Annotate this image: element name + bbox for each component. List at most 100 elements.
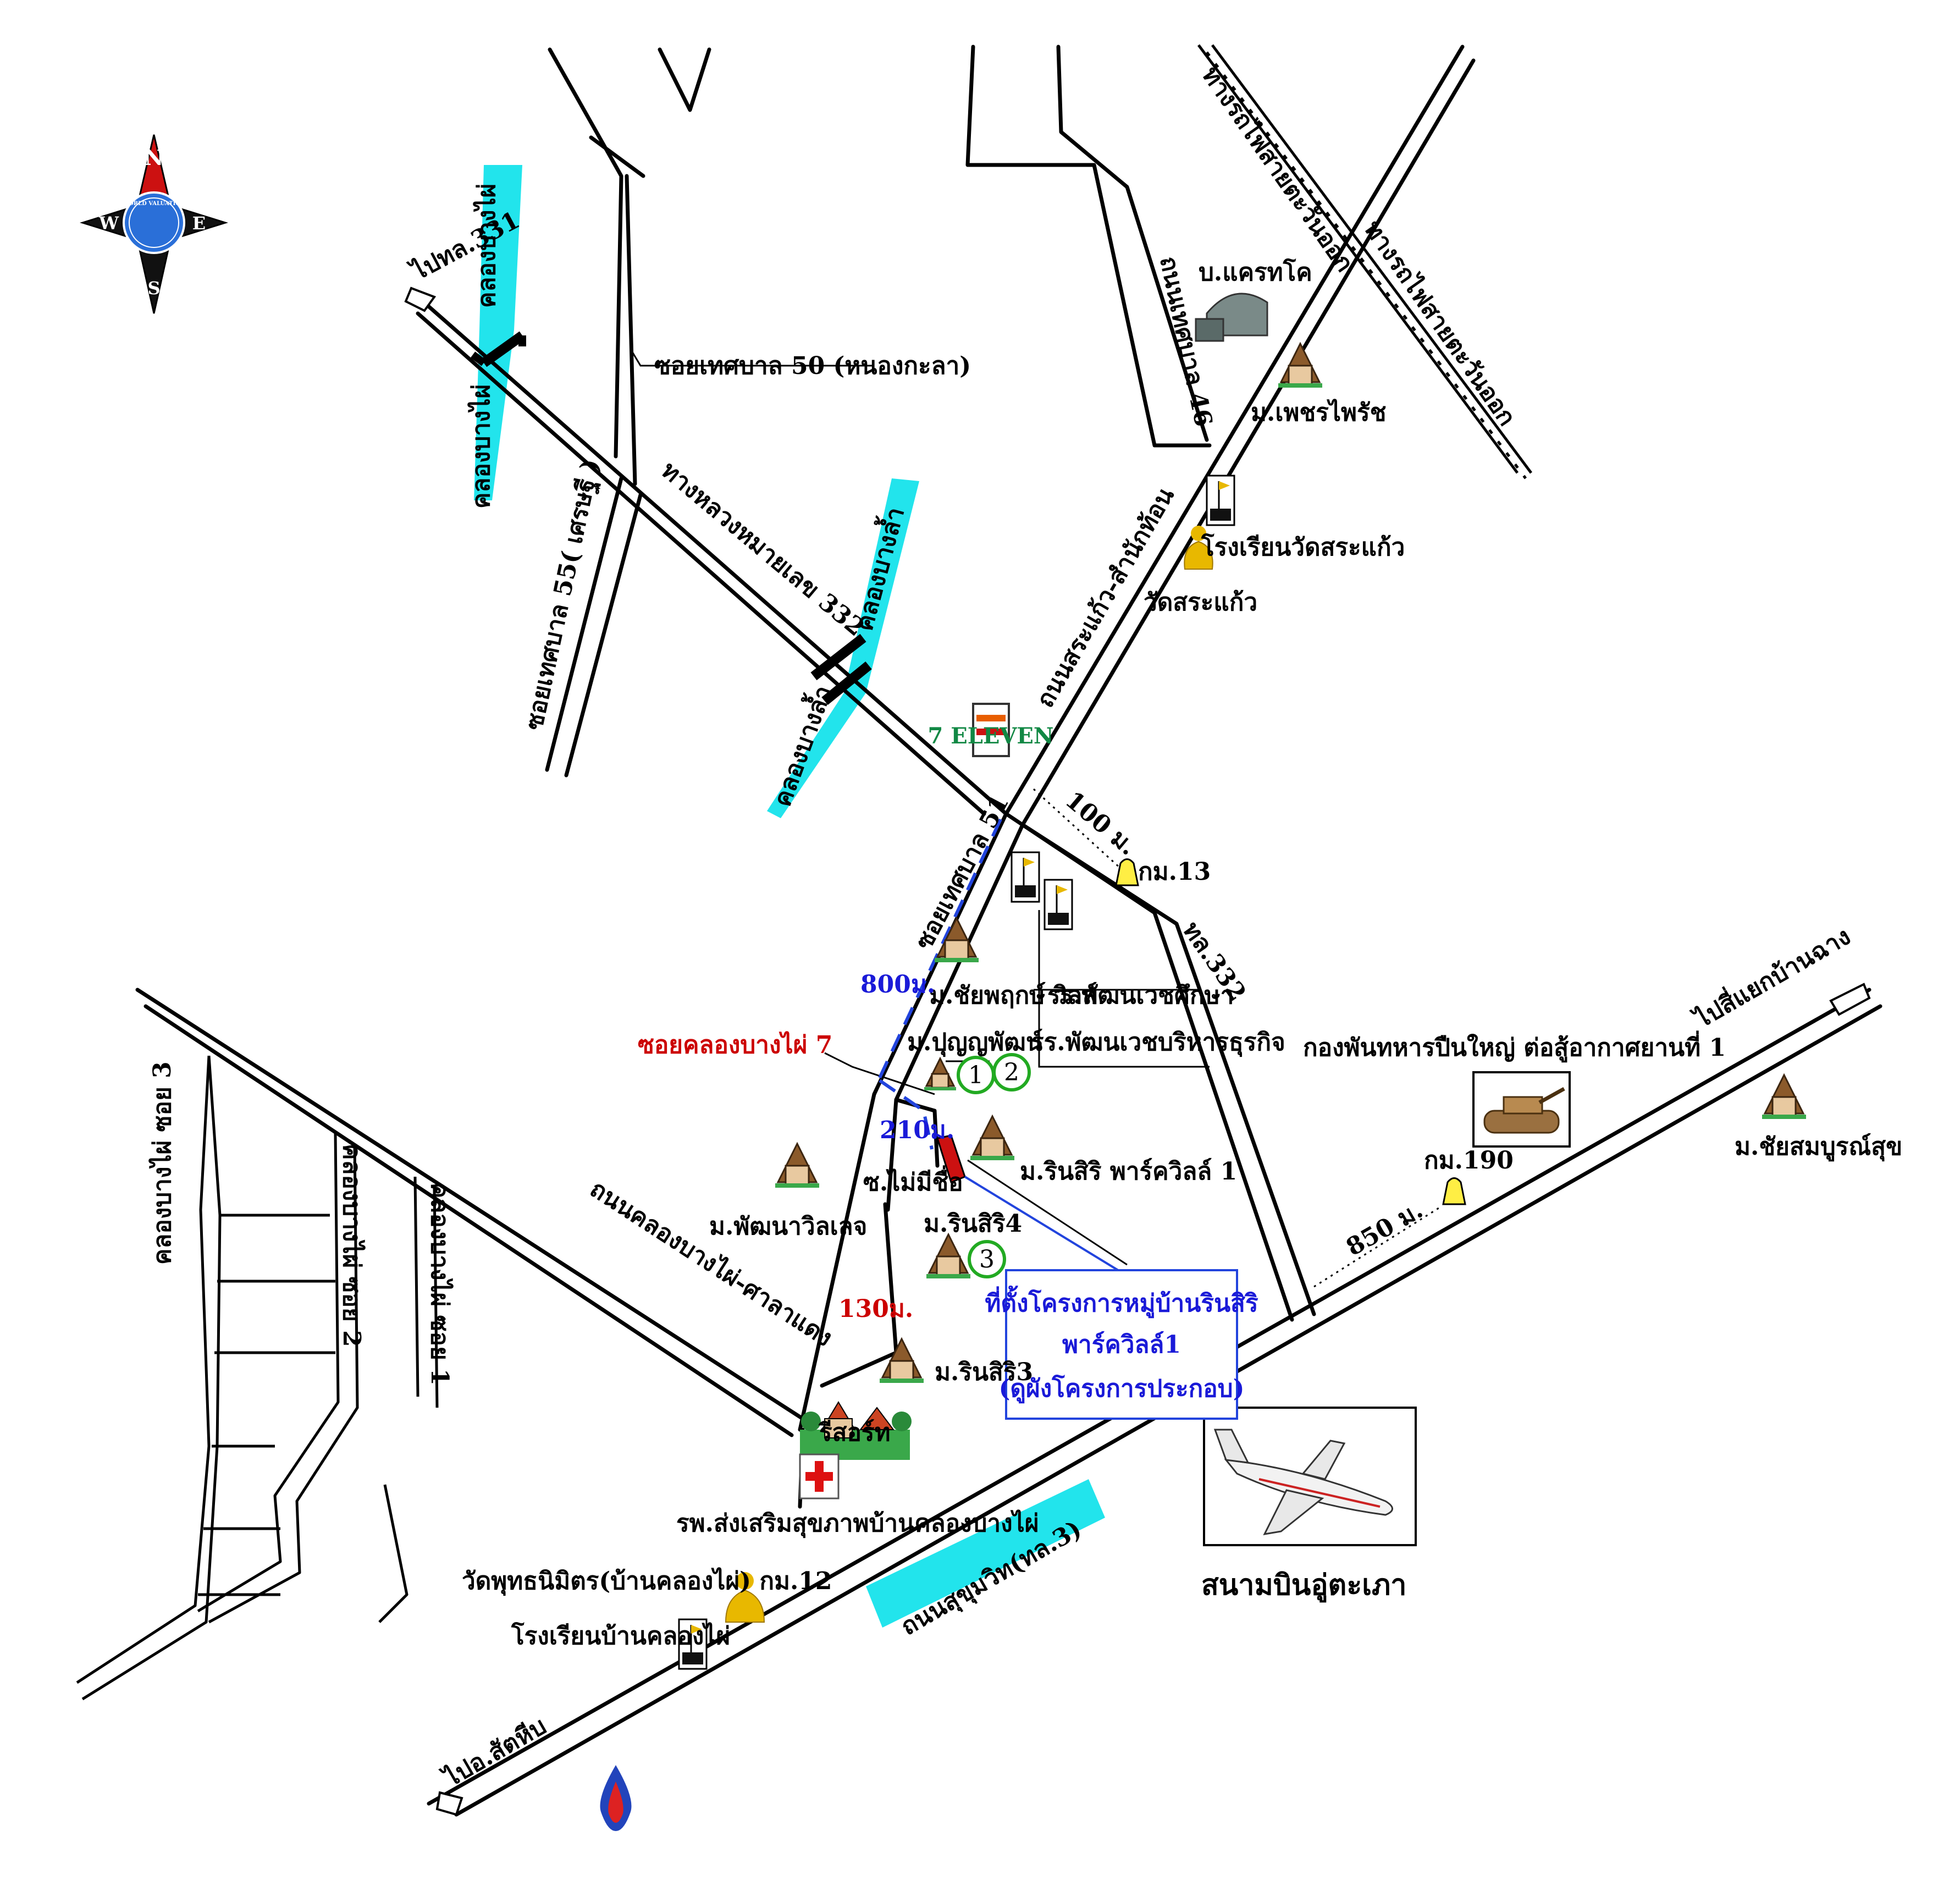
marker-circle-1: 1 xyxy=(957,1056,995,1094)
label-canal-bang-phai-top: คลองบางไผ่ xyxy=(472,184,501,308)
tank-icon xyxy=(1472,1071,1571,1148)
project-box-line3: (ดูผังโครงการประกอบ) xyxy=(999,1374,1245,1403)
marker-circle-2: 2 xyxy=(992,1053,1031,1091)
to-ban-chang-arrow-icon xyxy=(1829,983,1871,1016)
guide-project-box xyxy=(967,1159,1128,1266)
route-800 xyxy=(878,818,1002,1079)
soi-no-name-edge-a xyxy=(798,1092,876,1432)
soi-1-edge xyxy=(413,1176,419,1397)
highway-332-segment-a xyxy=(416,295,1008,816)
fuel-drop-icon xyxy=(600,1765,632,1831)
soi-1-edge-b xyxy=(433,1187,439,1408)
tl-332-edge-b xyxy=(1020,823,1316,1316)
label-km-190: กม.190 xyxy=(1424,1146,1514,1175)
label-wat-sa-kaeo: วัดสระแก้ว xyxy=(1144,588,1257,616)
guide-soi-7 xyxy=(824,1052,935,1095)
seven-eleven-label: 7 ELEVEN xyxy=(928,723,1054,749)
village-house-icon xyxy=(1762,1073,1806,1119)
project-box-line2: พาร์ควิลล์1 xyxy=(1062,1331,1181,1359)
compass-e: E xyxy=(192,213,206,234)
soi-thetsaban-46-edge-a xyxy=(965,45,1212,448)
label-rinsiri-4: ม.รินสิริ4 xyxy=(924,1210,1022,1238)
soi-thetsaban-55-edge-b xyxy=(564,493,643,778)
label-dist-850: 850 ม. xyxy=(1341,1196,1428,1262)
label-phatthana-villa: ม.พัฒนาวิลเลจ xyxy=(709,1212,867,1241)
label-railway-1: ทางรถไฟสายตะวันออก xyxy=(1196,61,1359,277)
soi-grid-g xyxy=(378,1484,408,1623)
road-khlong-bang-phai-edge-b xyxy=(143,1004,794,1437)
compass-rose-icon: N S E W WORLD VALUATION xyxy=(79,134,229,314)
road-network xyxy=(76,45,1882,1817)
label-soi-7: ซอยคลองบางไผ่ 7 xyxy=(638,1030,832,1059)
label-hospital: รพ.ส่งเสริมสุขภาพบ้านคลองบางไผ่ xyxy=(676,1509,1039,1539)
label-punyaphat: ม.ปุญญพัฒน์ xyxy=(907,1028,1043,1057)
label-to-ban-chang: ไปสี่แยกบ้านฉาง xyxy=(1687,919,1856,1035)
site-pointer-line xyxy=(964,1176,1128,1277)
km-bell-icon xyxy=(1442,1177,1466,1205)
label-school-wat-sa-kaeo: โรงเรียนวัดสระแก้ว xyxy=(1201,532,1405,561)
label-tank-battalion: กองพันทหารปืนใหญ่ ต่อสู้อากาศยานที่ 1 xyxy=(1303,1030,1726,1062)
bridge-khlong-bang-la-icon xyxy=(810,633,872,705)
dist-850-line xyxy=(1313,1206,1441,1288)
highway-332-segment-b xyxy=(416,311,986,816)
label-highway-332: ทางหลวงหมายเลข 332 xyxy=(656,456,870,642)
label-phet-phairat: ม.เพชรไพรัช xyxy=(1251,398,1387,427)
school-flag-icon xyxy=(1011,851,1040,903)
project-callout[interactable]: ที่ตั้งโครงการหมู่บ้านรินสิริ พาร์ควิลล์… xyxy=(985,1269,1258,1420)
marker-3-label: 3 xyxy=(979,1245,995,1273)
label-soi-50: ซอยเทศบาล 50 (หนองกะลา) xyxy=(654,352,971,380)
road-sa-kaeo-edge-b xyxy=(1020,58,1476,827)
buddha-temple-icon xyxy=(1184,526,1213,570)
soi-thetsaban-50-edge-a xyxy=(548,47,623,459)
label-chai-somboon: ม.ชัยสมบูรณ์สุข xyxy=(1735,1133,1902,1162)
buddha-temple-icon xyxy=(725,1572,765,1623)
marker-circle-3: 3 xyxy=(968,1240,1006,1278)
label-airport: สนามบินอู่ตะเภา xyxy=(1201,1568,1407,1603)
label-canal-bang-phai-bottom: คลองบางไผ่ xyxy=(467,384,495,509)
village-house-icon xyxy=(1278,341,1322,388)
road-sa-kaeo-edge-a xyxy=(1004,45,1465,816)
soi-3-edge xyxy=(76,1055,211,1684)
soi-unnamed-loop xyxy=(820,1098,898,1388)
village-house-icon xyxy=(775,1142,819,1188)
soi-thetsaban-46-edge-b xyxy=(1056,45,1209,442)
village-house-icon xyxy=(926,1232,970,1278)
label-soi-2: คลองบางไผ่ ซอย 2 xyxy=(338,1144,366,1347)
village-house-icon xyxy=(880,1337,924,1383)
school-flag-icon xyxy=(678,1618,708,1670)
to-sattahip-arrow-icon xyxy=(435,1791,463,1816)
school-flag-icon xyxy=(1206,475,1235,526)
label-canal-bang-la-top: คลองบางล้ำ xyxy=(846,503,910,634)
label-dist-130: 130ม. xyxy=(838,1295,913,1323)
to-331-arrow-icon xyxy=(404,286,437,312)
soi-thetsaban-50-ridge xyxy=(589,135,645,178)
marker-1-label: 1 xyxy=(968,1061,984,1089)
soi-thetsaban-55-edge-a xyxy=(545,476,623,772)
label-dist-210: 210ม. xyxy=(880,1116,954,1144)
project-box-line1: ที่ตั้งโครงการหมู่บ้านรินสิริ xyxy=(985,1285,1258,1318)
warehouse-icon xyxy=(1195,293,1268,342)
marker-2-label: 2 xyxy=(1004,1058,1019,1087)
label-soi-3: คลองบางไผ่ ซอย 3 xyxy=(148,1061,176,1265)
label-rinsiri-3: ม.รินสิริ3 xyxy=(935,1358,1033,1386)
label-soi-no-name: ซ.ไม่มีชื่อ xyxy=(863,1165,963,1197)
label-phatthanawet-school: รร.พัฒนเวชศึกษา xyxy=(1047,982,1234,1010)
label-dist-800: 800ม. xyxy=(860,971,935,999)
village-house-icon xyxy=(935,916,979,962)
label-to-sattahip: ไปอ.สัตหีบ xyxy=(438,1711,551,1793)
label-road-khlong-bang-phai: ถนนคลองบางไผ่-ศาลาแดง xyxy=(585,1175,838,1353)
bridge-khlong-bang-phai-icon xyxy=(470,331,526,367)
soi-2-edge-b xyxy=(208,1143,359,1624)
airplane-icon xyxy=(1203,1407,1417,1546)
label-chai-phruek: ม.ชัยพฤกษ์ วิลล์ xyxy=(929,982,1097,1010)
dist-100-line xyxy=(1033,788,1128,875)
label-wat-phutthanimit: วัดพุทธนิมิตร(บ้านคลองไผ่) กม.12 xyxy=(462,1567,832,1596)
label-resort: รีสอร์ท xyxy=(818,1419,891,1447)
village-house-icon xyxy=(924,1056,956,1090)
km-bell-icon xyxy=(1115,858,1139,886)
label-rinsiri-park-1: ม.รินสิริ พาร์ควิลล์ 1 xyxy=(1020,1157,1237,1186)
label-school-khlong-phai: โรงเรียนบ้านคลองไผ่ xyxy=(511,1621,730,1650)
label-km-13: กม.13 xyxy=(1138,858,1211,886)
school-flag-icon xyxy=(1044,879,1073,930)
